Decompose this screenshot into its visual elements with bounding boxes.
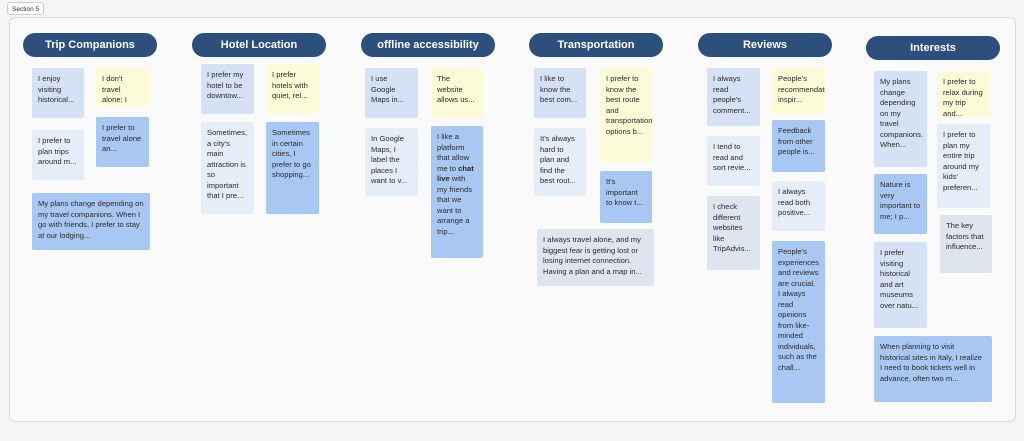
column-header-reviews[interactable]: Reviews [698,33,832,57]
sticky-note[interactable]: Sometimes, a city's main attraction is s… [201,122,254,214]
sticky-note[interactable]: I don't travel alone; I usu... [96,68,149,106]
sticky-note[interactable]: Feedback from other people is... [772,120,825,172]
sticky-note[interactable]: The website allows us... [431,68,483,118]
note-bold-text: chat live [437,163,474,184]
sticky-note[interactable]: It's always hard to plan and find the be… [534,128,586,196]
sticky-note[interactable]: I like to know the best com... [534,68,586,118]
sticky-note[interactable]: My plans change depending on my travel c… [874,71,927,167]
sticky-note[interactable]: I enjoy visiting historical... [32,68,84,118]
sticky-note[interactable]: I prefer to travel alone an... [96,117,149,167]
sticky-note[interactable]: I like a platform that allow me to chat … [431,126,483,258]
sticky-note[interactable]: I check different websites like TripAdvi… [707,196,760,270]
sticky-note[interactable]: I prefer to plan trips around m... [32,130,84,180]
sticky-note[interactable]: I always read people's comment... [707,68,760,126]
sticky-note[interactable]: It's important to know t... [600,171,652,223]
sticky-note[interactable]: I prefer to plan my entire trip around m… [937,124,990,208]
sticky-note[interactable]: My plans change depending on my travel c… [32,193,150,250]
sticky-note[interactable]: Nature is very important to me; I p... [874,174,927,234]
section-label[interactable]: Section 5 [7,2,45,15]
column-header-hotel-location[interactable]: Hotel Location [192,33,326,57]
sticky-note[interactable]: I prefer visiting historical and art mus… [874,242,927,328]
sticky-note[interactable]: I prefer my hotel to be downtow... [201,64,254,114]
note-text: I like a platform that allow me to [437,132,470,173]
sticky-note[interactable]: When planning to visit historical sites … [874,336,992,402]
sticky-note[interactable]: I always travel alone, and my biggest fe… [537,229,654,286]
section-frame [9,17,1016,422]
column-header-transportation[interactable]: Transportation [529,33,663,57]
sticky-note[interactable]: The key factors that influence... [940,215,992,273]
sticky-note[interactable]: People's experiences and reviews are cru… [772,241,825,403]
sticky-note[interactable]: I always read both positive... [772,181,825,231]
note-text: with my friends that we want to arrange … [437,174,473,236]
sticky-note[interactable]: I prefer to know the best route and tran… [600,68,652,162]
sticky-note[interactable]: I prefer hotels with quiet, rel... [266,64,319,114]
sticky-note[interactable]: Sometimes in certain cities, I prefer to… [266,122,319,214]
sticky-note[interactable]: In Google Maps, I label the places I wan… [365,128,418,196]
column-header-trip-companions[interactable]: Trip Companions [23,33,157,57]
sticky-note[interactable]: I use Google Maps in... [365,68,418,118]
sticky-note[interactable]: I prefer to relax during my trip and... [937,71,990,117]
column-header-offline-accessibility[interactable]: offline accessibility [361,33,495,57]
sticky-note[interactable]: I tend to read and sort revie... [707,136,760,186]
column-header-interests[interactable]: Interests [866,36,1000,60]
sticky-note[interactable]: People's recommendations inspir... [772,68,825,114]
